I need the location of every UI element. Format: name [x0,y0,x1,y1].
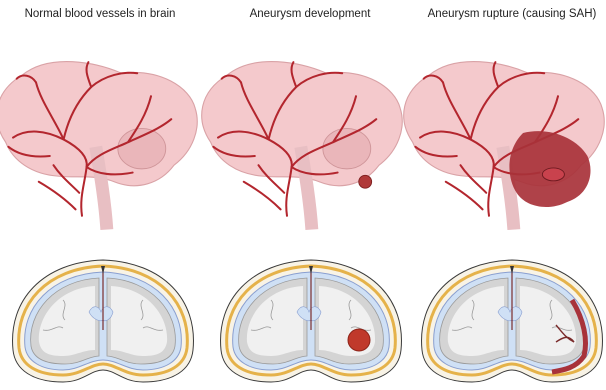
brain-normal [0,62,197,230]
coronal-rupture [422,260,603,382]
coronal-normal [13,260,194,382]
brain-rupture [404,62,604,230]
brain-aneurysm [202,62,402,230]
coronal-aneurysm [221,260,402,382]
